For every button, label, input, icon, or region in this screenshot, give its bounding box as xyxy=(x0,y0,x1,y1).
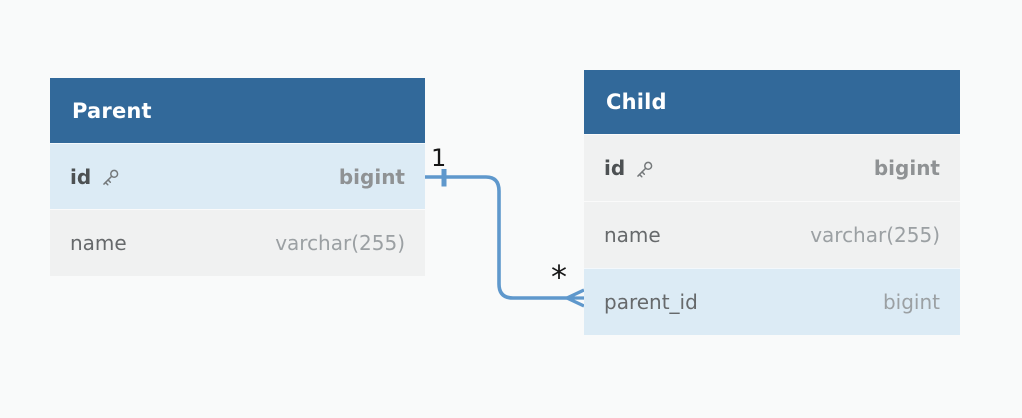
column-name-cell: parent_id xyxy=(604,290,698,314)
table-child-row-name: name varchar(255) xyxy=(584,201,960,268)
table-parent-header[interactable]: Parent xyxy=(50,78,425,143)
column-name-cell: id xyxy=(604,156,655,180)
table-parent-title: Parent xyxy=(72,98,152,123)
table-child-row-parent-id: parent_id bigint xyxy=(584,268,960,335)
relationship-line[interactable] xyxy=(425,175,567,300)
column-name: name xyxy=(70,231,127,255)
column-type: bigint xyxy=(873,156,940,180)
column-name: id xyxy=(70,164,92,189)
table-child-header[interactable]: Child xyxy=(584,70,960,134)
table-parent-row-id: id bigint xyxy=(50,143,425,209)
cardinality-label-one: 1 xyxy=(431,144,447,172)
column-name: parent_id xyxy=(604,290,698,314)
crow-foot-icon xyxy=(566,288,585,308)
column-type: varchar(255) xyxy=(275,231,405,255)
table-parent[interactable]: Parent id bigint name varchar(255) xyxy=(50,78,425,276)
table-child[interactable]: Child id bigint name varchar(255) par xyxy=(584,70,960,335)
table-child-title: Child xyxy=(606,90,667,114)
table-parent-row-name: name varchar(255) xyxy=(50,209,425,276)
column-type: bigint xyxy=(338,164,405,189)
column-type: bigint xyxy=(882,290,940,314)
column-name-cell: name xyxy=(604,223,661,247)
cardinality-label-many: * xyxy=(551,258,567,296)
column-name: name xyxy=(604,223,661,247)
table-child-row-id: id bigint xyxy=(584,134,960,201)
primary-key-icon xyxy=(637,161,653,178)
primary-key-icon xyxy=(103,169,119,186)
column-type: varchar(255) xyxy=(810,223,940,247)
column-name: id xyxy=(604,156,626,180)
column-name-cell: id xyxy=(70,165,121,189)
column-name-cell: name xyxy=(70,231,127,255)
